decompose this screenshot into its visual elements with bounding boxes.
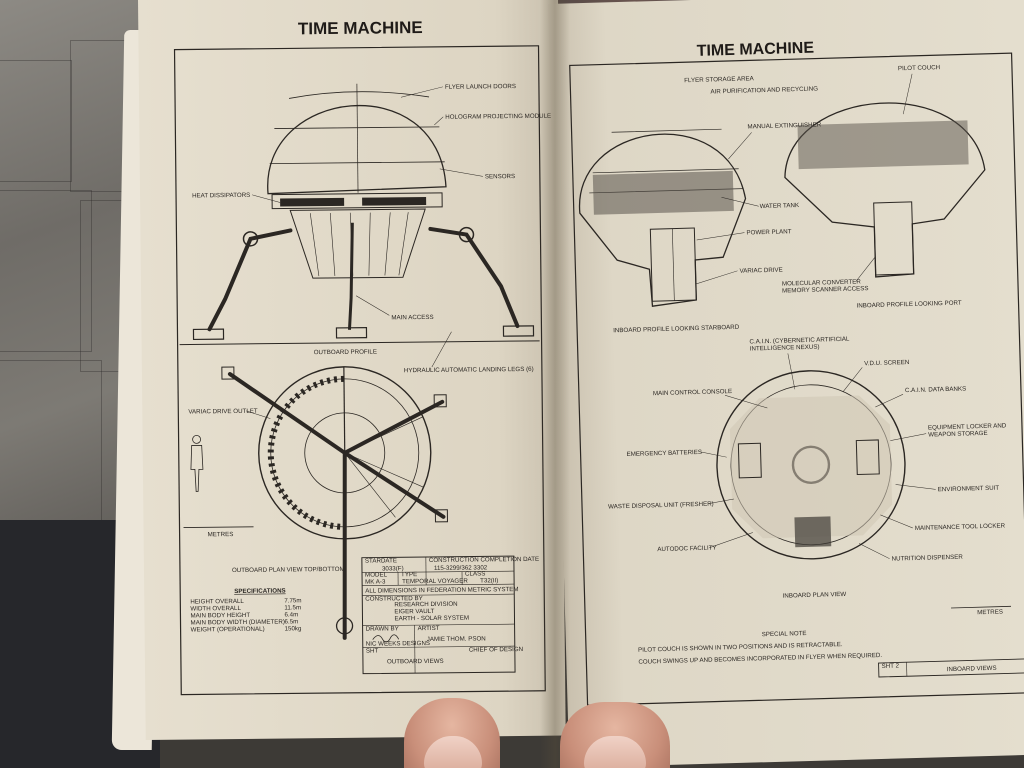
class-label: CLASS [465,570,485,577]
left-drawing-frame [173,45,546,696]
spec-label-1: WIDTH OVERALL [190,605,241,613]
maintenance-locker-label: MAINTENANCE TOOL LOCKER [915,522,1006,532]
constructed-by-line-1: RESEARCH DIVISION [394,601,457,609]
variac-drive-label: VARIAC DRIVE [739,267,782,275]
spec-value-2: 6.4m [284,611,298,618]
left-scale-unit-label: METRES [208,531,234,538]
cain-label-line-2: INTELLIGENCE NEXUS) [750,344,820,353]
inboard-plan-view-label: INBOARD PLAN VIEW [783,591,847,600]
construction-value: 115-3299/362 3302 [434,564,488,572]
drawn-by-label: DRAWN BY [366,625,399,632]
type-label: TYPE [401,571,417,578]
spec-label-0: HEIGHT OVERALL [190,598,244,606]
right-scale-bar [951,605,1012,609]
right-page-drawing: TIME MACHINE FLYER STORAGE AREA AIR PURI… [569,40,1024,706]
sheet-label: SHT [366,648,379,655]
right-sheet-label: SHT 2 [882,662,900,669]
constructed-by-line-3: EARTH - SOLAR SYSTEM [394,615,469,623]
construction-label: CONSTRUCTION COMPLETION DATE [429,556,539,564]
constructed-by-line-2: EIGER VAULT [394,608,434,615]
main-control-console-label: MAIN CONTROL CONSOLE [653,388,732,397]
emergency-batteries-label: EMERGENCY BATTERIES [627,449,703,458]
artist-value: JAMIE THOM. PSON [427,635,486,643]
model-label: MODEL [365,571,388,578]
flyer-launch-doors-label: FLYER LAUNCH DOORS [445,83,516,91]
outboard-profile-label: OUTBOARD PROFILE [314,349,377,357]
variac-drive-outlet-label: VARIAC DRIVE OUTLET [188,408,258,416]
artist-label: ARTIST [418,625,440,632]
drawn-by-signature [372,634,400,643]
special-note-line-2: COUCH SWINGS UP AND BECOMES INCORPORATED… [638,652,882,666]
drawn-by-value: NIC WEEKS DESIGNS [366,640,430,648]
right-page-title: TIME MACHINE [696,40,814,60]
spec-label-4: WEIGHT (OPERATIONAL) [191,626,265,634]
inboard-starboard-label: INBOARD PROFILE LOOKING STARBOARD [613,324,740,335]
outboard-plan-view-drawing [183,366,448,640]
inboard-port-label: INBOARD PROFILE LOOKING PORT [856,300,961,310]
spec-value-3: 6.5m [284,618,298,625]
main-access-label: MAIN ACCESS [391,314,433,321]
spec-label-2: MAIN BODY HEIGHT [190,612,250,620]
outboard-profile-drawing [179,83,540,346]
manual-extinguisher-label-1: MANUAL EXTINGUISHER [747,121,821,130]
type-value: TEMPORAL VOYAGER [402,578,468,586]
water-tank-label: WATER TANK [760,202,800,210]
book-gutter-shadow [540,0,570,768]
molecular-converter-label: MOLECULAR CONVERTER [782,278,862,287]
specifications-heading: SPECIFICATIONS [234,587,286,595]
vdu-screen-label: V.D.U. SCREEN [864,359,909,367]
inboard-profile-port-drawing [784,102,986,278]
spec-value-4: 150kg [285,625,302,632]
stardate-value: 3033(F) [382,565,404,572]
plan-view-label: OUTBOARD PLAN VIEW TOP/BOTTOM [232,566,345,574]
equipment-locker-label-1: EQUIPMENT LOCKER AND [928,422,1007,431]
units-note: ALL DIMENSIONS IN FEDERATION METRIC SYST… [365,586,518,595]
left-page-drawing: TIME MACHINE [173,18,555,696]
special-note-line-1: PILOT COUCH IS SHOWN IN TWO POSITIONS AN… [638,641,843,654]
chief-of-design-label: CHIEF OF DESIGN [469,646,523,654]
spec-label-3: MAIN BODY WIDTH (DIAMETER) [190,618,284,626]
sensors-label: SENSORS [485,173,515,180]
sheet-title: OUTBOARD VIEWS [387,658,444,666]
nutrition-dispenser-label: NUTRITION DISPENSER [892,554,964,563]
right-drawing-frame [569,52,1024,706]
stardate-label: STARDATE [365,557,397,564]
waste-disposal-label: WASTE DISPOSAL UNIT (FRESHER) [608,501,714,511]
inboard-profile-starboard-drawing [579,128,747,307]
equipment-locker-label-2: WEAPON STORAGE [928,430,988,439]
constructed-by-label: CONSTRUCTED BY [365,595,422,603]
special-note-heading: SPECIAL NOTE [762,630,807,638]
right-sheet-title: INBOARD VIEWS [947,665,997,673]
left-page: TIME MACHINE [138,0,566,740]
memory-scanner-label: MEMORY SCANNER ACCESS [782,285,869,294]
landing-legs-label: HYDRAULIC AUTOMATIC LANDING LEGS (6) [404,366,534,374]
spec-value-0: 7.75m [284,597,301,604]
left-page-title: TIME MACHINE [298,18,423,38]
class-value: T32(II) [480,577,498,584]
right-thumb [560,702,670,768]
cain-data-banks-label: C.A.I.N. DATA BANKS [905,385,966,394]
right-title-block [878,658,1024,678]
pilot-couch-label: PILOT COUCH [898,64,940,72]
flyer-storage-label: FLYER STORAGE AREA [684,75,755,84]
right-page: TIME MACHINE FLYER STORAGE AREA AIR PURI… [548,0,1024,768]
environment-suit-label: ENVIRONMENT SUIT [938,485,1000,494]
spec-value-1: 11.5m [284,604,301,611]
left-thumbnail [424,736,482,768]
left-title-block: STARDATE 3033(F) CONSTRUCTION COMPLETION… [361,555,539,675]
right-scale-unit-label: METRES [977,609,1003,617]
specifications-panel: SPECIFICATIONS HEIGHT OVERALL 7.75m WIDT… [190,587,302,633]
hologram-modules-label: HOLOGRAM PROJECTING MODULES [445,113,555,121]
cain-label-line-1: C.A.I.N. (CYBERNETIC ARTIFICIAL [749,336,850,346]
inboard-plan-view-drawing [716,370,906,560]
left-thumb [404,698,500,768]
model-value: MK A-3 [365,578,386,585]
air-purification-label: AIR PURIFICATION AND RECYCLING [710,85,818,95]
right-thumbnail [584,736,646,768]
heat-dissipators-label: HEAT DISSIPATORS [192,192,250,200]
power-plant-label: POWER PLANT [746,228,791,236]
autodoc-label: AUTODOC FACILITY [657,545,717,554]
